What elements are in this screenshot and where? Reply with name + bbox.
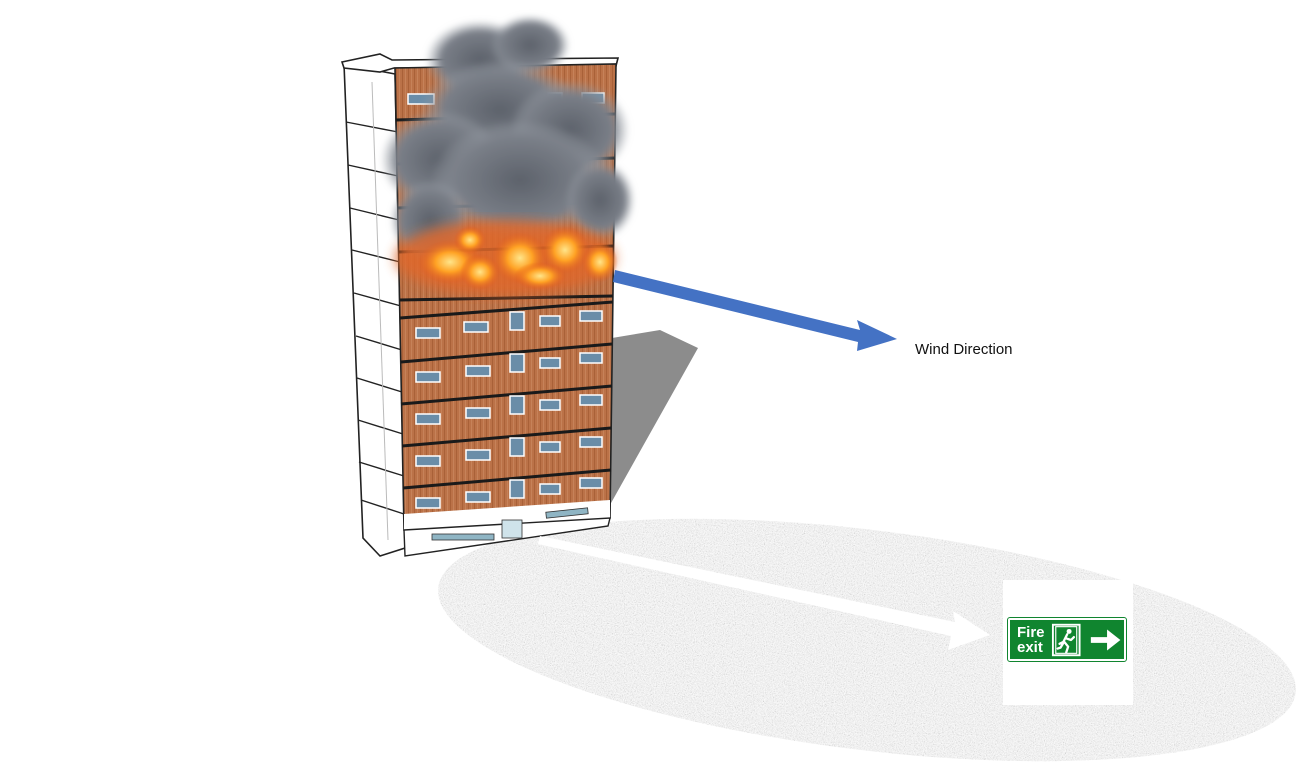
right-arrow-icon	[1090, 629, 1121, 650]
wind-direction-label: Wind Direction	[915, 341, 1013, 358]
fire-flames	[395, 220, 618, 296]
fire-exit-sign-card: Fire exit	[1003, 580, 1133, 705]
sign-line-fire: Fire	[1017, 623, 1045, 641]
building-windows	[407, 92, 605, 509]
exit-route-arrow	[538, 536, 990, 650]
building-shadow	[606, 330, 698, 512]
fire-exit-sign: Fire exit	[1007, 617, 1127, 662]
wind-direction-arrow	[613, 270, 897, 351]
sign-line-exit: exit	[1017, 638, 1043, 656]
running-person-icon	[1052, 623, 1081, 656]
fire-exit-text: Fire exit	[1010, 625, 1051, 655]
